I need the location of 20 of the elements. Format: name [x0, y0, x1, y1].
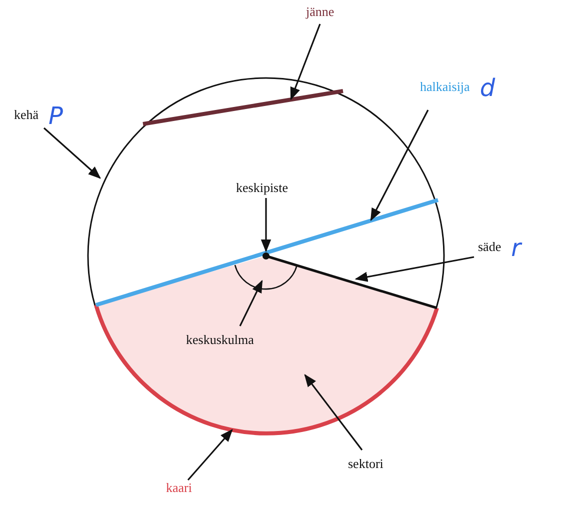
- part-label: keskuskulma: [186, 332, 254, 348]
- symbol-letter: P: [48, 104, 64, 128]
- leader-arrow: [290, 24, 321, 100]
- part-label: halkaisija: [420, 78, 470, 95]
- leader-arrow: [43, 127, 101, 179]
- part-label: kaari: [166, 480, 192, 496]
- leader-arrow: [370, 110, 429, 222]
- angle-arc: [234, 264, 298, 290]
- part-label: sektori: [348, 456, 384, 472]
- symbol-letter: r: [511, 236, 521, 260]
- leader-arrow: [239, 280, 263, 326]
- part-label: kehä: [14, 106, 39, 123]
- leader-arrow: [187, 429, 233, 481]
- leader-arrow: [260, 198, 272, 252]
- part-label: jänne: [306, 4, 334, 20]
- leader-arrow: [354, 256, 474, 282]
- part-label: säde: [478, 238, 502, 255]
- leader-arrow: [304, 374, 363, 450]
- part-label: keskipiste: [236, 180, 288, 196]
- symbol-letter: d: [480, 76, 496, 100]
